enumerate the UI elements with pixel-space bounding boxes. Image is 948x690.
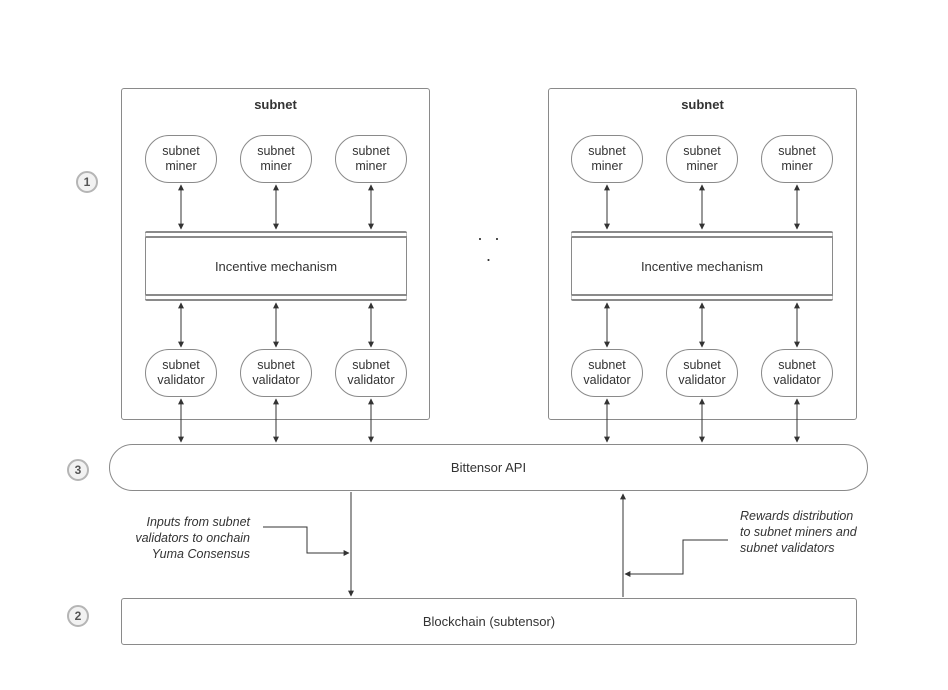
subnet-miner-node: subnet miner xyxy=(240,135,312,183)
more-subnets-ellipsis: · · · xyxy=(477,228,503,269)
validator-label: subnet validator xyxy=(347,358,395,387)
api-label: Bittensor API xyxy=(450,460,527,475)
incentive-label: Incentive mechanism xyxy=(214,258,338,274)
miner-label: subnet miner xyxy=(162,144,200,173)
miner-label: subnet miner xyxy=(778,144,816,173)
subnet-miner-node: subnet miner xyxy=(145,135,217,183)
bittensor-api-box: Bittensor API xyxy=(109,444,868,491)
validator-label: subnet validator xyxy=(583,358,631,387)
subnet-validator-node: subnet validator xyxy=(335,349,407,397)
step-marker-2: 2 xyxy=(67,605,89,627)
incentive-mechanism-box: Incentive mechanism xyxy=(145,231,407,301)
validator-label: subnet validator xyxy=(157,358,205,387)
subnet-validator-node: subnet validator xyxy=(571,349,643,397)
subnet-validator-node: subnet validator xyxy=(666,349,738,397)
incentive-mechanism-box: Incentive mechanism xyxy=(571,231,833,301)
blockchain-box: Blockchain (subtensor) xyxy=(121,598,857,645)
subnet-miner-node: subnet miner xyxy=(666,135,738,183)
validator-label: subnet validator xyxy=(678,358,726,387)
miner-label: subnet miner xyxy=(257,144,295,173)
subnet-miner-node: subnet miner xyxy=(761,135,833,183)
validator-label: subnet validator xyxy=(773,358,821,387)
rewards-note: Rewards distribution to subnet miners an… xyxy=(740,509,857,555)
incentive-label: Incentive mechanism xyxy=(640,258,764,274)
miner-label: subnet miner xyxy=(588,144,626,173)
subnet-miner-node: subnet miner xyxy=(571,135,643,183)
subnet-miner-node: subnet miner xyxy=(335,135,407,183)
inputs-note-pointer xyxy=(263,526,350,556)
subnet-title: subnet xyxy=(681,97,724,112)
subnet-title: subnet xyxy=(254,97,297,112)
subnet-validator-node: subnet validator xyxy=(761,349,833,397)
subnet-validator-node: subnet validator xyxy=(240,349,312,397)
inputs-note: Inputs from subnet validators to onchain… xyxy=(135,515,250,561)
step-marker-1: 1 xyxy=(76,171,98,193)
validator-label: subnet validator xyxy=(252,358,300,387)
rewards-note-pointer xyxy=(624,539,728,577)
subnet-validator-node: subnet validator xyxy=(145,349,217,397)
miner-label: subnet miner xyxy=(683,144,721,173)
blockchain-label: Blockchain (subtensor) xyxy=(422,614,556,629)
step-marker-3: 3 xyxy=(67,459,89,481)
miner-label: subnet miner xyxy=(352,144,390,173)
